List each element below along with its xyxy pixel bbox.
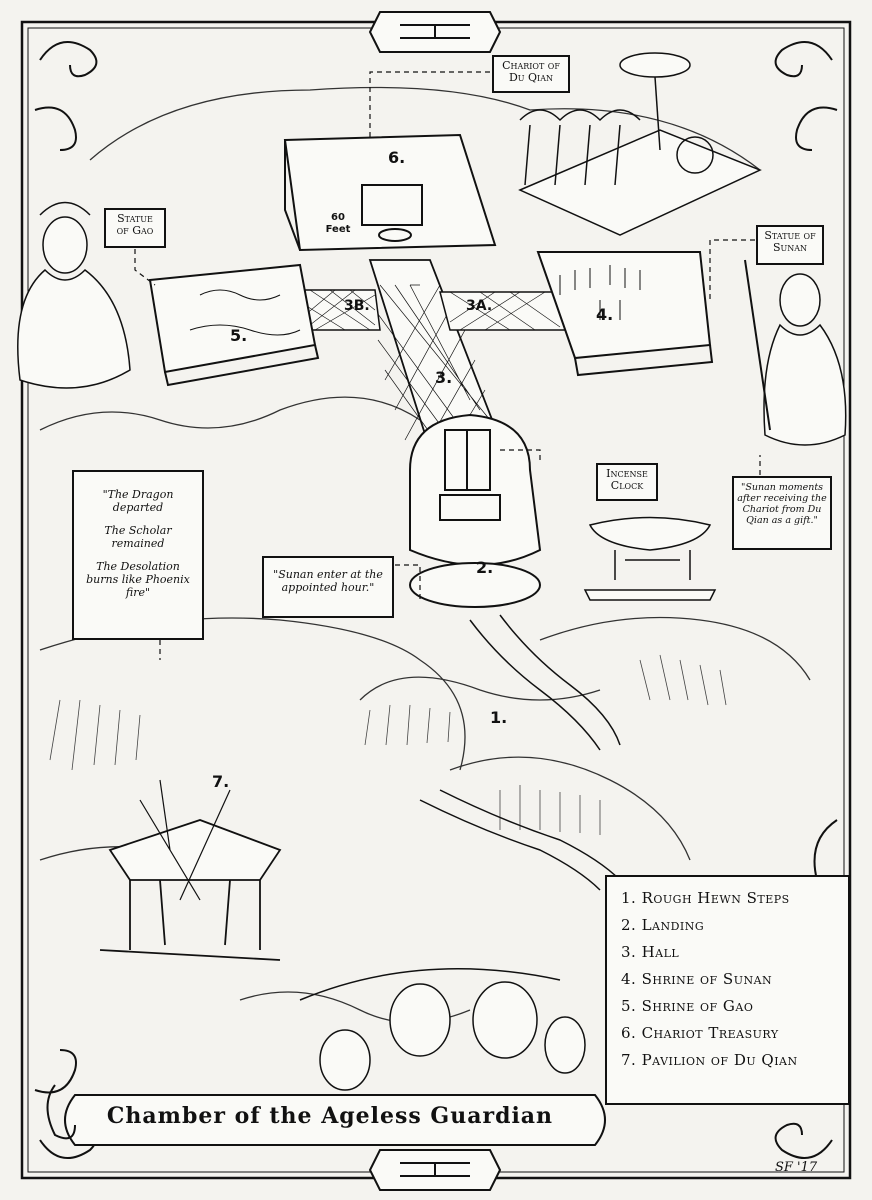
cliff-hatching (49, 654, 727, 835)
scroll-line-3: The Desolation burns like Phoenix fire" (86, 560, 190, 599)
legend-item-2: 2. Landing (621, 916, 705, 934)
corner-scroll-tl (34, 41, 98, 151)
room-4-shrine-of-sunan (536, 251, 714, 377)
bottom-medallion (368, 1149, 502, 1191)
label-statue-sunan: Statue of Sunan (756, 225, 824, 265)
artist-signature: SF '17 (775, 1160, 818, 1175)
room-number-2: 2. (476, 558, 494, 577)
statue-of-sunan-figure (744, 259, 847, 446)
room-number-6: 6. (388, 148, 406, 167)
label-incense-clock: Incense Clock (596, 463, 658, 501)
quote-sunan-enter: "Sunan enter at the appointed hour." (262, 556, 394, 618)
room-number-1: 1. (490, 708, 508, 727)
leader-lines (134, 71, 761, 660)
rough-hewn-steps (419, 614, 621, 891)
room-number-5: 5. (230, 326, 248, 345)
room-5-shrine-of-gao (148, 263, 320, 387)
room-number-3: 3. (435, 368, 453, 387)
top-medallion (368, 11, 502, 53)
legend-item-3: 3. Hall (621, 943, 680, 961)
room-number-7: 7. (212, 772, 230, 791)
map-title: Chamber of the Ageless Guardian (106, 1103, 554, 1129)
guardian-faces (299, 968, 586, 1091)
statue-of-gao-figure (17, 201, 131, 389)
landing-2 (409, 413, 542, 608)
legend-item-4: 4. Shrine of Sunan (621, 970, 773, 988)
hall-3 (368, 259, 502, 451)
label-statue-gao: Statue of Gao (104, 208, 166, 248)
room-6-chariot-treasury (283, 133, 497, 252)
quote-sunan-moments: "Sunan moments after receiving the Chari… (732, 476, 832, 550)
passage-3a (439, 291, 572, 331)
label-statue-gao-text: Statue of Gao (116, 212, 154, 237)
map-legend: 1. Rough Hewn Steps 2. Landing 3. Hall 4… (605, 875, 850, 1105)
room-number-4: 4. (596, 305, 614, 324)
pavilion-7-ruin (99, 779, 282, 961)
label-incense-clock-text: Incense Clock (606, 467, 648, 492)
corner-scroll-tr (774, 41, 838, 151)
legend-item-5: 5. Shrine of Gao (621, 997, 754, 1015)
scroll-line-1: "The Dragon departed (102, 488, 174, 514)
room-number-3a: 3A. (466, 298, 493, 314)
feet-label: 60 Feet (325, 212, 351, 235)
legend-item-7: 7. Pavilion of Du Qian (621, 1051, 798, 1069)
title-banner (46, 1084, 606, 1146)
room-number-3b: 3B. (344, 298, 370, 314)
incense-clock-illustration (583, 516, 717, 601)
label-chariot-text: Chariot of Du Qian (502, 59, 560, 84)
quote-scroll-dragon: "The Dragon departed The Scholar remaine… (72, 470, 204, 640)
legend-item-6: 6. Chariot Treasury (621, 1024, 779, 1042)
legend-item-1: 1. Rough Hewn Steps (621, 889, 790, 907)
label-statue-sunan-text: Statue of Sunan (764, 229, 816, 254)
scroll-line-2: The Scholar remained (104, 524, 172, 550)
label-chariot: Chariot of Du Qian (492, 55, 570, 93)
chariot-illustration (518, 52, 762, 236)
